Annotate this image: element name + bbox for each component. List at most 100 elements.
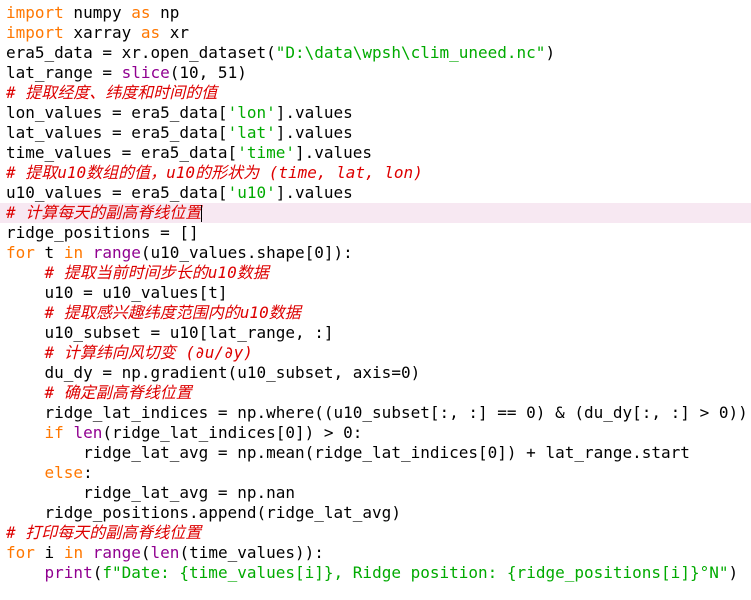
code-line[interactable]: ridge_positions = [] bbox=[0, 223, 751, 243]
code-token bbox=[83, 243, 93, 262]
code-line[interactable]: ridge_lat_avg = np.nan bbox=[0, 483, 751, 503]
code-token: ridge_lat_indices = np.where((u10_subset… bbox=[6, 403, 748, 422]
code-token: np bbox=[150, 3, 180, 22]
keyword-token: in bbox=[63, 243, 84, 262]
code-token bbox=[6, 343, 45, 362]
code-line[interactable]: print(f"Date: {time_values[i]}, Ridge po… bbox=[0, 563, 751, 583]
builtin-token: range bbox=[92, 243, 141, 262]
code-token: ].values bbox=[275, 103, 353, 122]
code-line[interactable]: u10_subset = u10[lat_range, :] bbox=[0, 323, 751, 343]
code-token: (10, 51) bbox=[169, 63, 247, 82]
code-line[interactable]: ridge_lat_indices = np.where((u10_subset… bbox=[0, 403, 751, 423]
code-line[interactable]: # 打印每天的副高脊线位置 bbox=[0, 523, 751, 543]
builtin-token: print bbox=[44, 563, 93, 582]
code-line[interactable]: lon_values = era5_data['lon'].values bbox=[0, 103, 751, 123]
keyword-token: for bbox=[6, 543, 35, 562]
code-line[interactable]: # 确定副高脊线位置 bbox=[0, 383, 751, 403]
code-line[interactable]: era5_data = xr.open_dataset("D:\data\wps… bbox=[0, 43, 751, 63]
code-line[interactable]: du_dy = np.gradient(u10_subset, axis=0) bbox=[0, 363, 751, 383]
code-line[interactable]: # 计算纬向风切变 (∂u/∂y) bbox=[0, 343, 751, 363]
comment-token: # 提取当前时间步长的u10数据 bbox=[44, 263, 269, 282]
keyword-token: for bbox=[6, 243, 35, 262]
keyword-token: if bbox=[44, 423, 64, 442]
code-token: lat_range = bbox=[6, 63, 122, 82]
code-token: (u10_values.shape[0]): bbox=[140, 243, 353, 262]
builtin-token: slice bbox=[121, 63, 170, 82]
code-token bbox=[6, 263, 45, 282]
comment-token: # 打印每天的副高脊线位置 bbox=[6, 523, 202, 542]
code-token: ridge_lat_avg = np.mean(ridge_lat_indice… bbox=[6, 443, 690, 462]
keyword-token: import bbox=[6, 23, 64, 42]
code-token: ridge_positions = [] bbox=[6, 223, 199, 242]
code-line[interactable]: if len(ridge_lat_indices[0]) > 0: bbox=[0, 423, 751, 443]
string-token: 'lon' bbox=[227, 103, 276, 122]
code-line[interactable]: else: bbox=[0, 463, 751, 483]
comment-token: # 提取u10数组的值，u10的形状为 (time, lat, lon) bbox=[6, 163, 423, 182]
code-line[interactable]: ridge_positions.append(ridge_lat_avg) bbox=[0, 503, 751, 523]
code-token: ].values bbox=[275, 183, 353, 202]
code-line[interactable]: for i in range(len(time_values)): bbox=[0, 543, 751, 563]
code-token: ].values bbox=[294, 143, 373, 162]
keyword-token: as bbox=[131, 3, 151, 22]
code-token: ridge_positions.append(ridge_lat_avg) bbox=[6, 503, 401, 522]
code-token bbox=[6, 383, 45, 402]
comment-token: # 提取经度、纬度和时间的值 bbox=[6, 83, 218, 102]
code-token: (ridge_lat_indices[0]) > 0: bbox=[102, 423, 363, 442]
comment-token: # 确定副高脊线位置 bbox=[44, 383, 192, 402]
code-token: lat_values = era5_data[ bbox=[6, 123, 228, 142]
code-token: ( bbox=[140, 543, 151, 562]
code-line[interactable]: u10 = u10_values[t] bbox=[0, 283, 751, 303]
string-token: 'time' bbox=[237, 143, 295, 162]
code-line[interactable]: lat_range = slice(10, 51) bbox=[0, 63, 751, 83]
code-token: xarray bbox=[63, 23, 141, 42]
code-token: t bbox=[34, 243, 64, 262]
code-token bbox=[83, 543, 93, 562]
code-token: time_values = era5_data[ bbox=[6, 143, 238, 162]
code-line[interactable]: time_values = era5_data['time'].values bbox=[0, 143, 751, 163]
code-token: du_dy = np.gradient(u10_subset, axis=0) bbox=[6, 363, 421, 382]
code-token bbox=[64, 423, 74, 442]
code-token: : bbox=[83, 463, 93, 482]
code-token: ) bbox=[545, 43, 556, 62]
code-line[interactable]: # 提取当前时间步长的u10数据 bbox=[0, 263, 751, 283]
string-token: 'u10' bbox=[227, 183, 276, 202]
keyword-token: in bbox=[63, 543, 84, 562]
keyword-token: import bbox=[6, 3, 64, 22]
keyword-token: as bbox=[140, 23, 161, 42]
code-line[interactable]: ridge_lat_avg = np.mean(ridge_lat_indice… bbox=[0, 443, 751, 463]
code-token bbox=[6, 463, 45, 482]
code-line[interactable]: # 提取u10数组的值，u10的形状为 (time, lat, lon) bbox=[0, 163, 751, 183]
code-token: i bbox=[34, 543, 64, 562]
builtin-token: range bbox=[92, 543, 141, 562]
string-token: f"Date: {time_values[i]}, Ridge position… bbox=[102, 563, 729, 582]
string-token: "D:\data\wpsh\clim_uneed.nc" bbox=[275, 43, 546, 62]
comment-token: # 计算每天的副高脊线位置 bbox=[6, 203, 202, 222]
code-token: xr bbox=[160, 23, 190, 42]
code-token bbox=[6, 563, 45, 582]
code-line[interactable]: import numpy as np bbox=[0, 3, 751, 23]
code-token: (time_values)): bbox=[179, 543, 324, 562]
code-line[interactable]: # 提取经度、纬度和时间的值 bbox=[0, 83, 751, 103]
code-line[interactable]: lat_values = era5_data['lat'].values bbox=[0, 123, 751, 143]
code-token: ( bbox=[92, 563, 103, 582]
code-token: u10 = u10_values[t] bbox=[6, 283, 228, 302]
code-token: numpy bbox=[63, 3, 132, 22]
builtin-token: len bbox=[150, 543, 180, 562]
code-line[interactable]: # 提取感兴趣纬度范围内的u10数据 bbox=[0, 303, 751, 323]
code-line[interactable]: import xarray as xr bbox=[0, 23, 751, 43]
code-token: ) bbox=[728, 563, 739, 582]
code-token: u10_values = era5_data[ bbox=[6, 183, 228, 202]
code-line[interactable]: for t in range(u10_values.shape[0]): bbox=[0, 243, 751, 263]
code-token: ].values bbox=[275, 123, 353, 142]
comment-token: # 提取感兴趣纬度范围内的u10数据 bbox=[44, 303, 301, 322]
code-token: lon_values = era5_data[ bbox=[6, 103, 228, 122]
code-line[interactable]: u10_values = era5_data['u10'].values bbox=[0, 183, 751, 203]
code-token bbox=[6, 303, 45, 322]
code-line[interactable]: # 计算每天的副高脊线位置 bbox=[0, 203, 751, 223]
keyword-token: else bbox=[44, 463, 84, 482]
code-token bbox=[6, 423, 45, 442]
text-cursor bbox=[201, 205, 203, 222]
string-token: 'lat' bbox=[227, 123, 276, 142]
code-token: ridge_lat_avg = np.nan bbox=[6, 483, 295, 502]
